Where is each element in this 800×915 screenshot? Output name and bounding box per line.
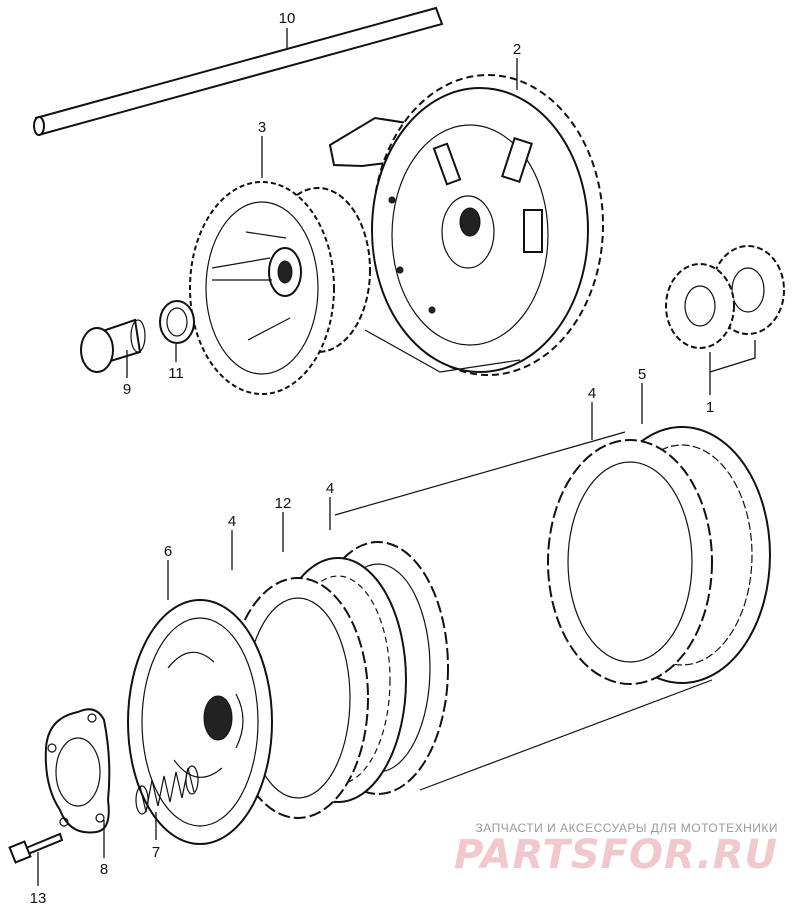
watermark-caption: ЗАПЧАСТИ И АКСЕССУАРЫ ДЛЯ МОТОТЕХНИКИ — [476, 821, 778, 835]
callout-11: 11 — [168, 365, 184, 382]
callout-labels: 10 2 3 9 11 1 4 5 12 4 4 6 8 7 13 — [30, 10, 715, 907]
callout-9: 9 — [123, 381, 131, 398]
watermark: ЗАПЧАСТИ И АКСЕССУАРЫ ДЛЯ МОТОТЕХНИКИ PA… — [454, 821, 778, 878]
bolt — [8, 832, 64, 864]
callout-13: 13 — [30, 890, 47, 907]
callout-4-center: 4 — [326, 480, 334, 497]
clutch-spring — [135, 765, 199, 815]
washer — [159, 300, 195, 344]
assembly-axis-lines — [334, 431, 713, 791]
oil-pump-gears — [665, 245, 785, 349]
clutch-center — [189, 181, 371, 395]
callout-leaders — [37, 28, 756, 886]
clutch-outer-gear — [328, 74, 604, 376]
callout-2: 2 — [513, 41, 521, 58]
push-rod — [33, 6, 444, 136]
callout-5: 5 — [638, 366, 646, 383]
callout-12: 12 — [275, 495, 292, 512]
collar — [80, 318, 146, 373]
callout-10: 10 — [279, 10, 296, 27]
lifter-plate — [44, 708, 111, 834]
callout-3: 3 — [258, 119, 266, 136]
callout-4-right: 4 — [588, 385, 596, 402]
pressure-plate — [127, 599, 273, 845]
callout-1: 1 — [706, 399, 714, 416]
watermark-logo: PARTSFOR.RU — [454, 832, 778, 878]
callout-4-left: 4 — [228, 513, 236, 530]
callout-8: 8 — [100, 861, 108, 878]
friction-disc-and-plate-right — [547, 426, 771, 685]
callout-6: 6 — [164, 543, 172, 560]
callout-7: 7 — [152, 844, 160, 861]
